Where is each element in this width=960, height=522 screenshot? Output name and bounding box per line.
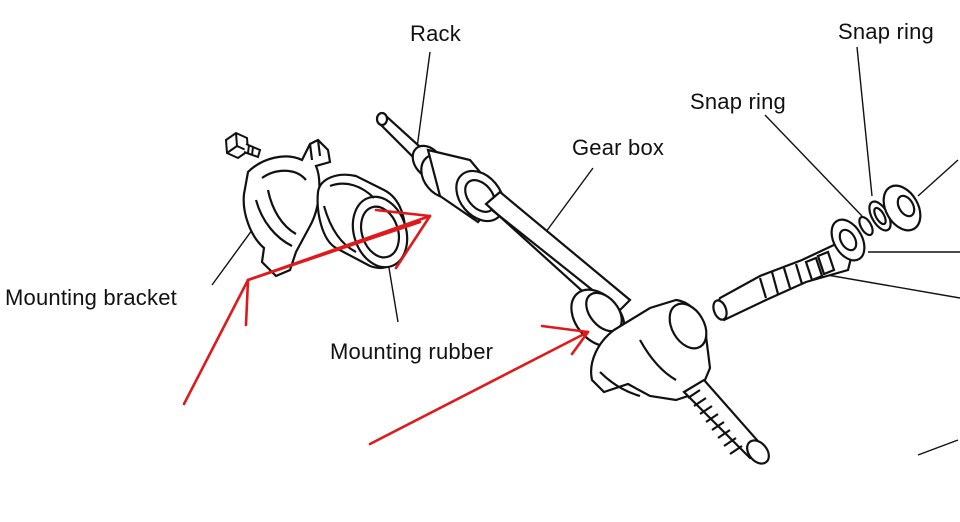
snap-ring-inner — [858, 215, 874, 237]
snap-ring-top-leader-line — [856, 46, 873, 197]
gear-housing-part — [590, 298, 770, 465]
label-snap-ring: Snap ring — [690, 89, 786, 114]
edge-leader-line — [917, 439, 959, 456]
pinion-part — [712, 242, 854, 322]
snap-ring-leader-line — [764, 114, 863, 217]
red-line-bracket-to-rack-2 — [246, 220, 422, 282]
red-annotations — [182, 208, 590, 446]
rack-leader-line — [416, 51, 431, 149]
red-arrow-rack-head-1 — [374, 208, 432, 218]
label-mounting-rubber: Mounting rubber — [330, 339, 494, 364]
label-snap-ring-top: Snap ring — [838, 19, 934, 44]
label-gear-box: Gear box — [572, 135, 665, 160]
leader-lines — [211, 46, 960, 456]
red-arrow-rubber-diagonal — [368, 330, 590, 446]
bolt-part — [224, 131, 262, 160]
red-arrow-bracket-vertical — [244, 278, 250, 327]
bearing-leader-line — [917, 159, 959, 197]
mounting-rubber-leader-line — [387, 261, 399, 323]
pinion-leader-line-2 — [809, 271, 960, 299]
red-arrow-rubber-head-2 — [570, 330, 590, 356]
red-arrow-rack-head-2 — [394, 214, 432, 270]
mounting-rubber-part — [316, 173, 409, 269]
red-arrow-bracket-diagonal — [182, 278, 250, 406]
gear-box-leader-line — [539, 167, 594, 241]
red-arrow-rubber-head-1 — [540, 324, 590, 334]
label-rack: Rack — [410, 21, 461, 46]
label-mounting-bracket: Mounting bracket — [5, 285, 177, 310]
bearing-and-snap-rings — [830, 184, 922, 262]
mounting-bracket-leader-line — [211, 225, 256, 286]
